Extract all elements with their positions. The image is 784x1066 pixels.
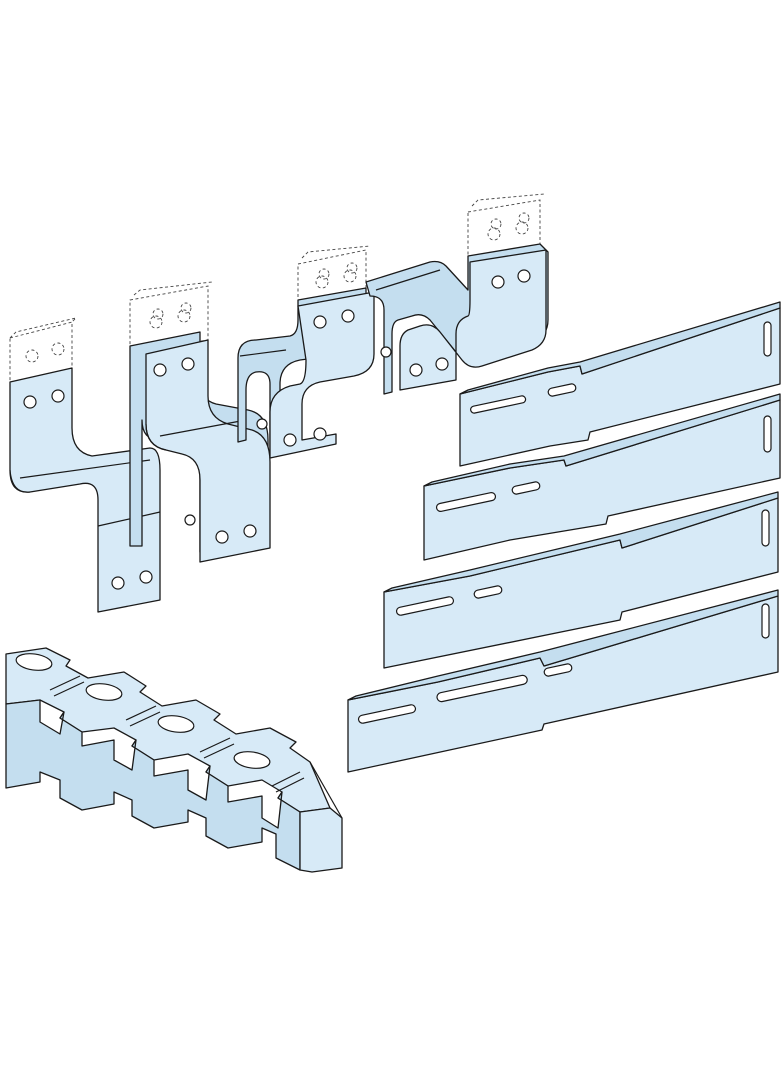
double-offset-link-busbar — [237, 245, 375, 459]
ghost-connection-outline — [9, 317, 78, 397]
slotted-plate — [459, 301, 781, 467]
ghost-connection-outline — [297, 245, 371, 313]
busbar-support-insulator — [5, 647, 343, 873]
flat-link-busbar — [9, 317, 161, 613]
slotted-plate — [383, 491, 779, 669]
offset-link-busbar — [129, 281, 271, 563]
slotted-plate — [347, 589, 779, 773]
extension-link-busbar — [365, 193, 549, 395]
slotted-plate — [423, 393, 781, 561]
